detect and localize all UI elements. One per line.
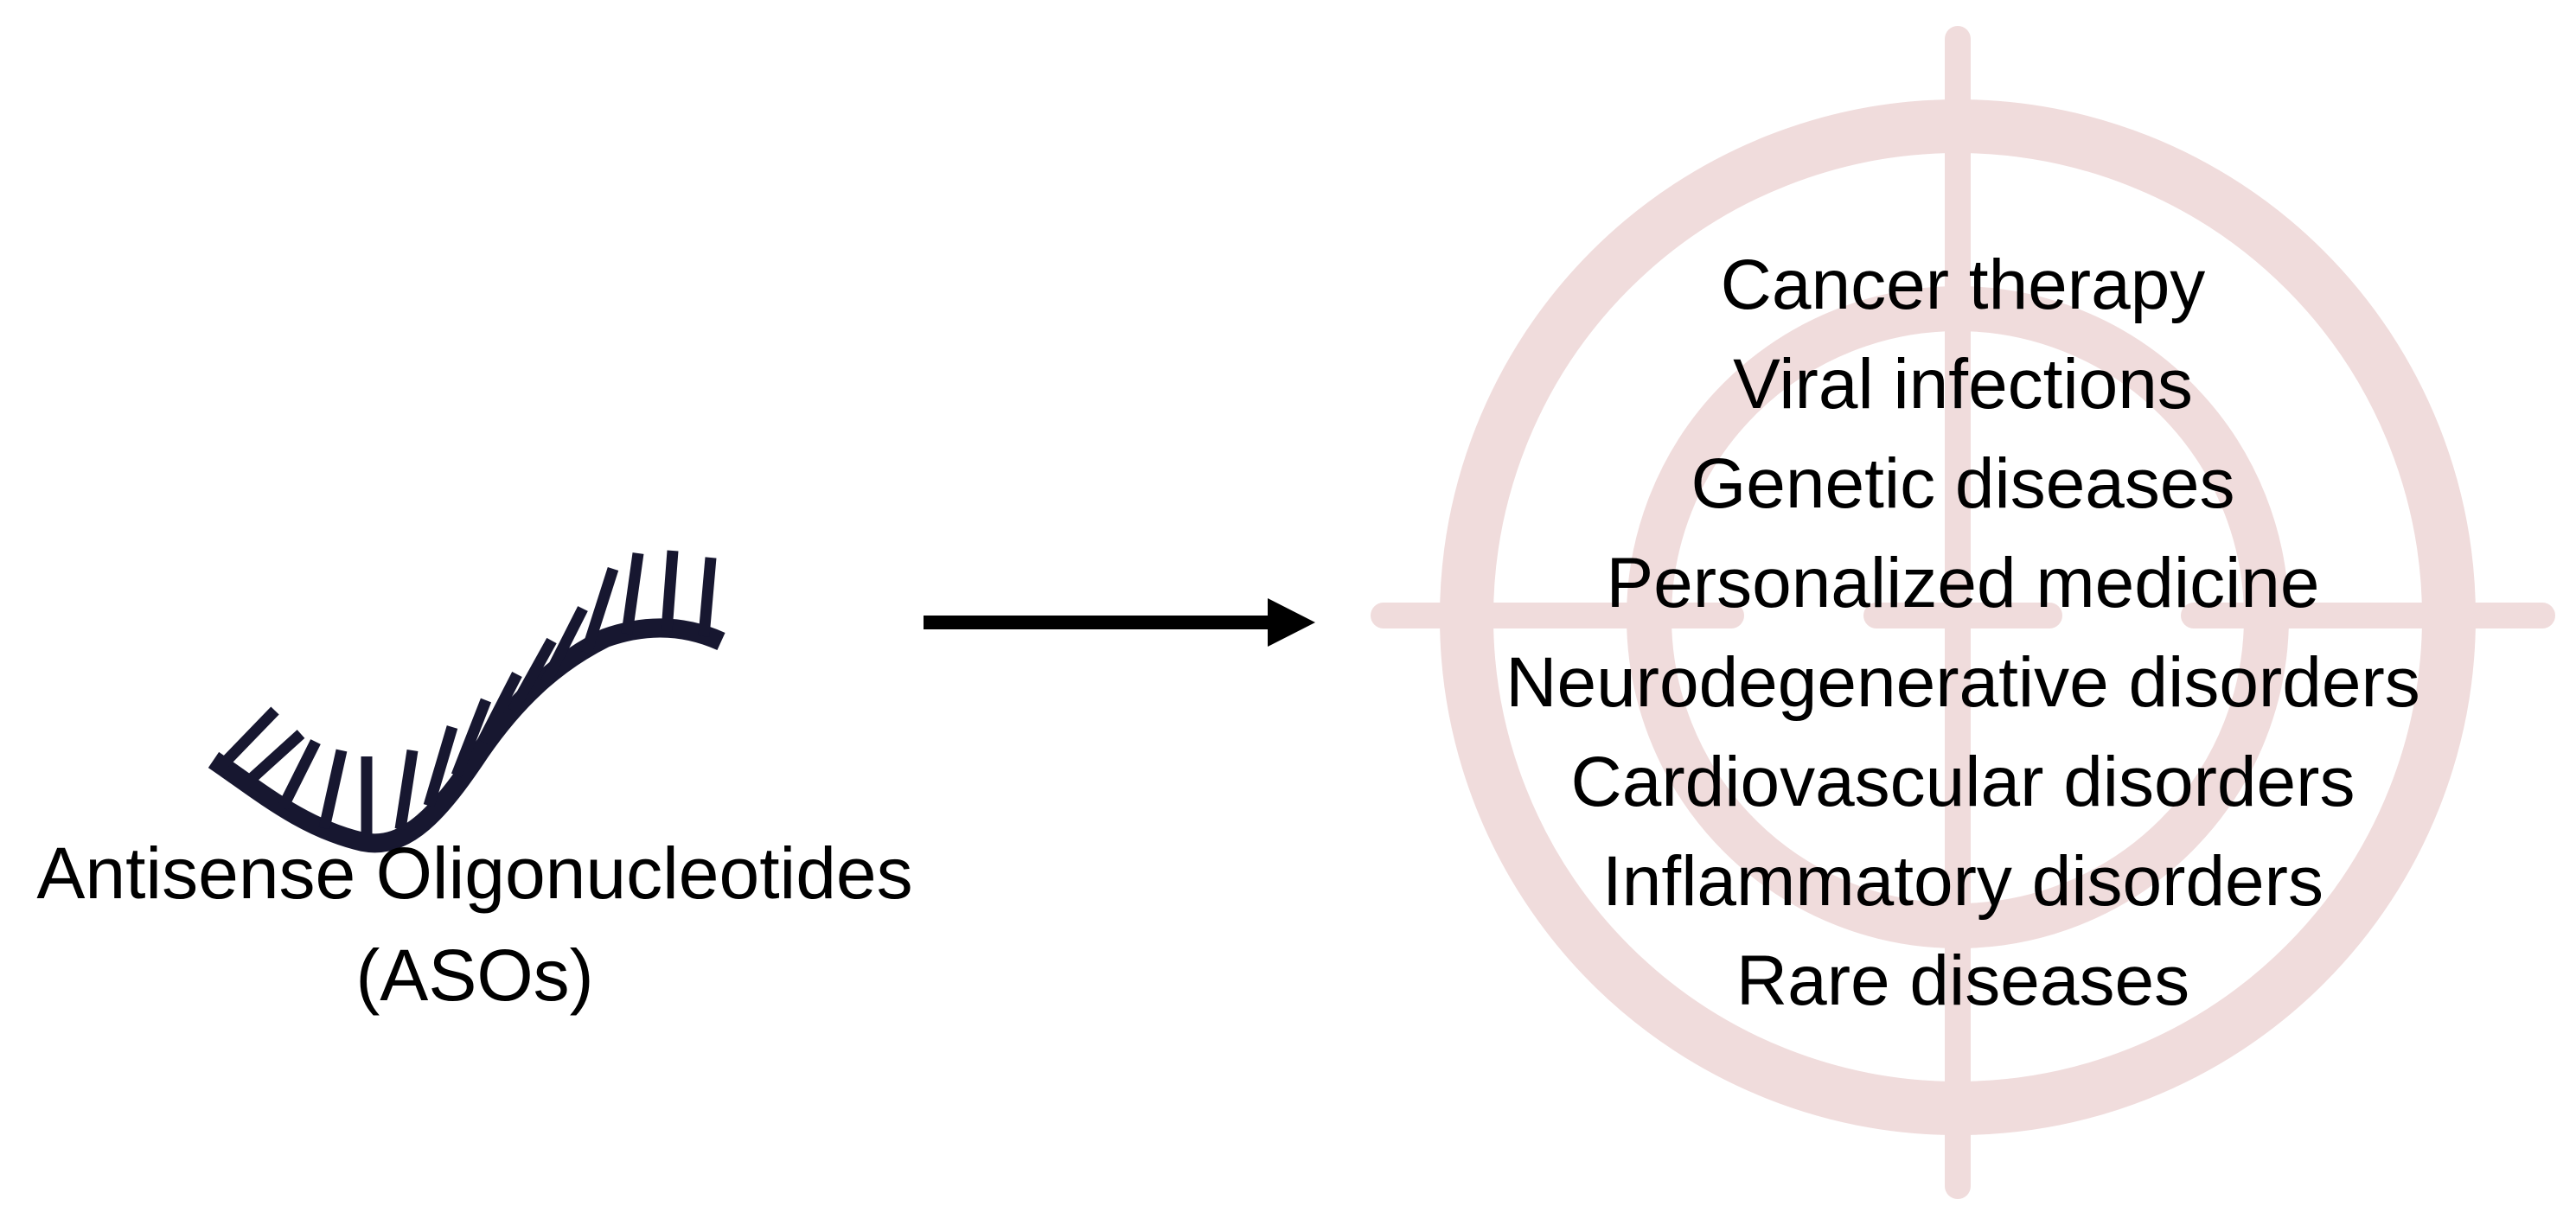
aso-label-line2: (ASOs) <box>355 935 594 1016</box>
application-item: Cancer therapy <box>1720 246 2206 324</box>
aso-molecule-icon <box>208 550 725 853</box>
application-item: Inflammatory disorders <box>1602 842 2324 921</box>
bullseye-crosshair-icon <box>1371 26 2555 1199</box>
application-item: Cardiovascular disorders <box>1570 743 2355 821</box>
application-item: Neurodegenerative disorders <box>1505 643 2420 722</box>
arrow-head <box>1268 598 1315 647</box>
aso-ticks <box>221 550 717 838</box>
aso-label-line1: Antisense Oligonucleotides <box>36 833 913 914</box>
application-item: Personalized medicine <box>1606 544 2320 622</box>
target-applications-list: Cancer therapy Viral infections Genetic … <box>1505 235 2420 1030</box>
application-item: Rare diseases <box>1735 941 2190 1020</box>
application-item: Genetic diseases <box>1691 444 2235 523</box>
aso-label: Antisense Oligonucleotides (ASOs) <box>36 822 912 1026</box>
application-item: Viral infections <box>1733 345 2193 424</box>
right-arrow-icon <box>924 598 1315 647</box>
